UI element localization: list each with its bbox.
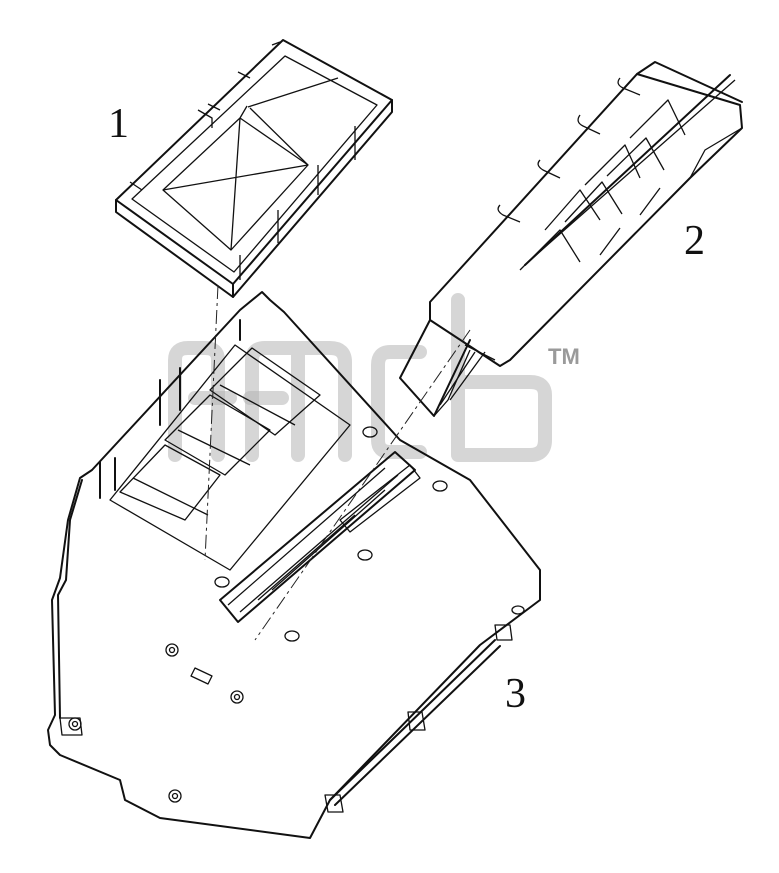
- assembly-centerlines: [204, 284, 471, 641]
- trademark-mark: TM: [548, 344, 580, 369]
- part-2-duct: [399, 61, 743, 417]
- part-3-housing: [47, 291, 541, 839]
- part-1-frame: [115, 39, 393, 298]
- part-label-3: 3: [505, 671, 526, 717]
- part-label-2: 2: [684, 218, 705, 264]
- part-label-1: 1: [108, 101, 129, 147]
